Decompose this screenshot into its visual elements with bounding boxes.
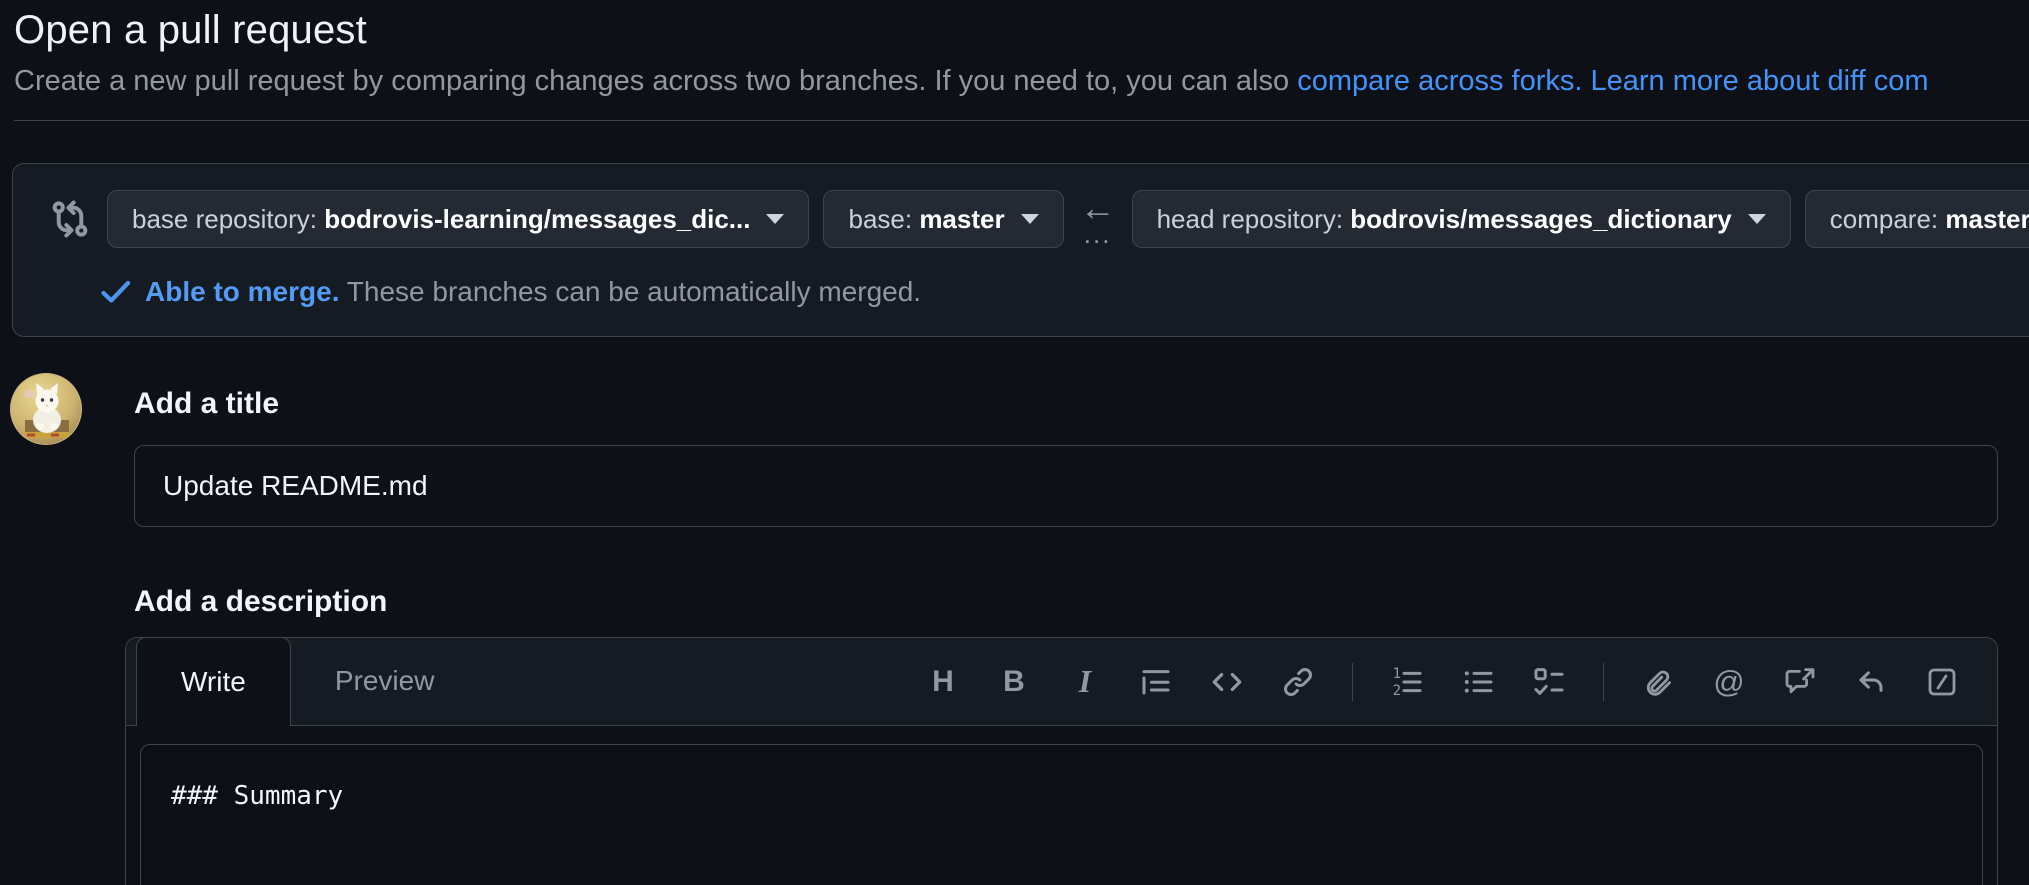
reply-icon[interactable] <box>1854 665 1888 699</box>
task-list-icon[interactable] <box>1532 665 1566 699</box>
italic-icon[interactable]: I <box>1068 663 1102 699</box>
chevron-down-icon <box>766 214 785 224</box>
markdown-toolbar: H B I <box>926 662 1997 701</box>
user-avatar[interactable] <box>10 373 82 445</box>
mention-icon[interactable]: @ <box>1713 663 1745 699</box>
numbered-list-icon[interactable]: 1 2 <box>1390 665 1424 699</box>
editor-header: Write Preview H B I <box>126 637 1997 726</box>
head-repository-dropdown[interactable]: head repository: bodrovis/messages_dicti… <box>1131 190 1791 248</box>
compare-branch-label: compare: <box>1829 203 1946 234</box>
add-description-heading: Add a description <box>134 585 388 618</box>
subtitle-text: Create a new pull request by comparing c… <box>14 65 1298 97</box>
link-icon[interactable] <box>1281 665 1315 699</box>
head-repository-value: bodrovis/messages_dictionary <box>1350 203 1732 234</box>
base-repository-label: base repository: <box>132 203 325 234</box>
merge-status-strong: Able to merge. <box>145 276 340 307</box>
tab-preview[interactable]: Preview <box>291 637 479 725</box>
pr-title-input[interactable] <box>134 445 1998 527</box>
compare-branch-dropdown[interactable]: compare: master <box>1804 190 2029 248</box>
svg-text:1: 1 <box>1393 666 1401 682</box>
toolbar-divider <box>1352 662 1353 701</box>
range-ellipsis-link[interactable]: ... <box>1083 219 1112 249</box>
compare-range-separator: ← ... <box>1079 187 1116 249</box>
compare-branch-value: master <box>1945 203 2029 234</box>
learn-more-diff-link[interactable]: Learn more about diff com <box>1590 65 1929 97</box>
attach-file-icon[interactable] <box>1641 665 1675 699</box>
quote-icon[interactable] <box>1139 665 1173 699</box>
merge-status-text: These branches can be automatically merg… <box>346 276 922 307</box>
cross-reference-icon[interactable] <box>1783 665 1817 699</box>
slash-command-icon[interactable] <box>1925 665 1959 699</box>
svg-text:2: 2 <box>1393 683 1401 698</box>
page-title: Open a pull request <box>14 8 367 52</box>
toolbar-divider <box>1603 662 1604 701</box>
base-branch-dropdown[interactable]: base: master <box>823 190 1064 248</box>
code-icon[interactable] <box>1210 665 1244 699</box>
base-branch-label: base: <box>848 203 920 234</box>
chevron-down-icon <box>1747 214 1766 224</box>
heading-icon[interactable]: H <box>926 665 960 699</box>
branch-compare-box: base repository: bodrovis-learning/messa… <box>12 163 2029 337</box>
markdown-editor: Write Preview H B I <box>125 637 1998 885</box>
arrow-left-icon: ← <box>1079 187 1116 228</box>
head-repository-label: head repository: <box>1156 203 1351 234</box>
bold-icon[interactable]: B <box>997 665 1031 699</box>
pr-description-textarea[interactable]: ### Summary <box>140 744 1983 885</box>
base-repository-value: bodrovis-learning/messages_dic... <box>324 203 751 234</box>
chevron-down-icon <box>1020 214 1039 224</box>
base-branch-value: master <box>919 203 1005 234</box>
add-title-heading: Add a title <box>134 387 280 420</box>
git-compare-icon <box>49 198 91 240</box>
tab-write[interactable]: Write <box>136 637 291 726</box>
bullet-list-icon[interactable] <box>1461 665 1495 699</box>
base-repository-dropdown[interactable]: base repository: bodrovis-learning/messa… <box>107 190 810 248</box>
compare-across-forks-link[interactable]: compare across forks. <box>1297 65 1583 97</box>
page-subtitle: Create a new pull request by comparing c… <box>14 65 2029 121</box>
merge-status: Able to merge. These branches can be aut… <box>101 276 2029 308</box>
check-icon <box>101 279 131 305</box>
editor-body: ### Summary <box>126 726 1997 885</box>
